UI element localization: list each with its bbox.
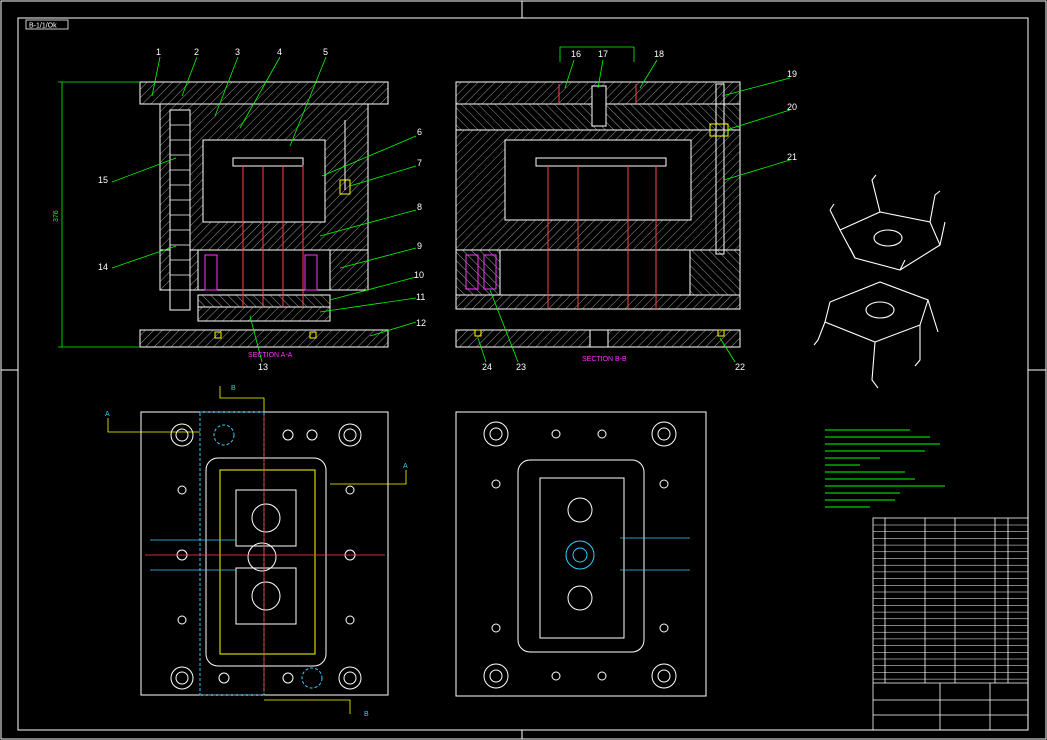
fixed-half-plan-view <box>455 411 707 697</box>
leaders-left <box>111 56 417 363</box>
part-number: 9 <box>417 241 422 251</box>
section-b-b-label: SECTION B-B <box>582 356 627 363</box>
section-a-a-view <box>139 81 389 348</box>
part-number: 3 <box>235 47 240 57</box>
part-number: 14 <box>98 262 108 272</box>
ejector-retainer-plate <box>197 294 331 308</box>
ejector-plate <box>197 306 331 322</box>
bom-rows <box>873 524 1028 680</box>
svg-text:B-1/1/Ok: B-1/1/Ok <box>29 23 57 30</box>
marker-b: B <box>231 385 236 392</box>
technical-notes <box>825 429 945 508</box>
part-number: 7 <box>417 158 422 168</box>
part-number: 11 <box>416 292 425 302</box>
marker-a: A <box>105 411 110 418</box>
part-number: 10 <box>414 270 424 280</box>
section-a-a-label: SECTION A-A <box>248 352 293 359</box>
height-dimension <box>58 81 140 348</box>
part-number: 19 <box>787 69 797 79</box>
part-number: 24 <box>482 362 492 372</box>
part-number: 2 <box>194 47 199 57</box>
part-number: 22 <box>735 362 745 372</box>
part-number-labels: 1 2 3 4 5 6 7 8 9 10 11 12 13 14 15 16 1… <box>98 47 797 372</box>
bill-of-materials <box>872 517 1029 731</box>
part-number: 18 <box>654 49 664 59</box>
part-isometric-view <box>813 174 946 389</box>
marker-b: B <box>364 711 369 718</box>
part-number: 5 <box>323 47 328 57</box>
part-number: 20 <box>787 102 797 112</box>
moving-half-plan-view <box>140 411 389 696</box>
leaders-right <box>477 46 791 363</box>
part-number: 23 <box>516 362 526 372</box>
part-number: 1 <box>156 47 161 57</box>
part-number: 16 <box>571 49 581 59</box>
cooling-lines <box>150 537 690 571</box>
part-number: 8 <box>417 202 422 212</box>
title-tag: B-1/1/Ok <box>25 19 69 30</box>
part-number: 13 <box>258 362 268 372</box>
part-number: 4 <box>277 47 282 57</box>
part-number: 15 <box>98 175 108 185</box>
part-number: 6 <box>417 127 422 137</box>
height-dimension-text: 376 <box>53 210 60 222</box>
part-number: 21 <box>787 152 797 162</box>
part-number: 17 <box>598 49 608 59</box>
bottom-clamp-plate <box>139 329 389 348</box>
marker-a: A <box>403 463 408 470</box>
section-cut-markers <box>107 386 407 714</box>
plan-center-lines <box>145 415 385 692</box>
part-number: 12 <box>416 318 426 328</box>
ejector-plate-b <box>455 294 741 310</box>
core-insert <box>202 139 326 223</box>
section-b-b-view <box>455 81 741 348</box>
